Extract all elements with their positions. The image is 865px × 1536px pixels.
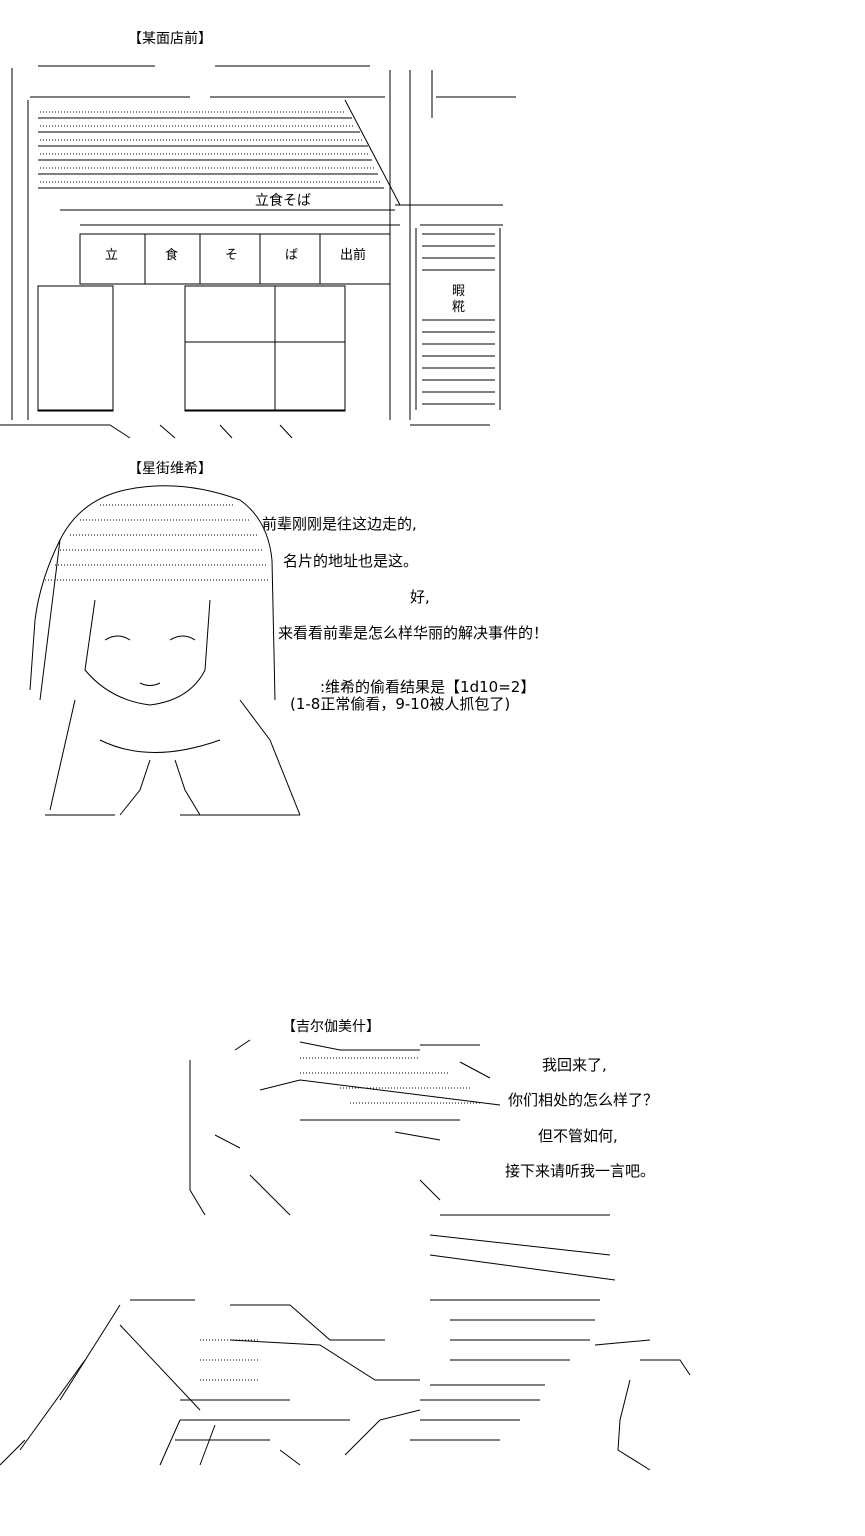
vishi-line-4: 来看看前辈是怎么样华丽的解决事件的！ [278, 624, 549, 642]
dice-roll-result: :维希的偷看结果是【1d10=2】 [320, 678, 536, 696]
side-sign-1: 暇 [452, 284, 466, 299]
dice-roll-rule: (1-8正常偷看，9-10被人抓包了) [290, 695, 511, 713]
window-word-5: 出前 [340, 248, 367, 263]
noodle-shop-sign: 立食そば [255, 193, 311, 209]
vishi-line-1: 前辈刚刚是往这边走的, [262, 515, 417, 533]
side-sign-2: 糀 [452, 300, 466, 315]
vishi-line-3: 好, [410, 588, 430, 606]
gilgamesh-line-1: 我回来了, [542, 1056, 607, 1074]
gilgamesh-line-3: 但不管如何, [538, 1127, 618, 1145]
window-word-2: 食 [165, 248, 179, 263]
window-word-4: ば [285, 248, 299, 263]
window-word-1: 立 [105, 248, 119, 263]
scene1-heading: 【某面店前】 [128, 31, 212, 47]
window-word-3: そ [225, 248, 239, 263]
scene2-heading: 【星街维希】 [128, 461, 212, 477]
vishi-line-2: 名片的地址也是这。 [283, 552, 419, 570]
gilgamesh-line-4: 接下来请听我一言吧。 [505, 1162, 656, 1180]
scene3-heading: 【吉尔伽美什】 [282, 1019, 380, 1035]
gilgamesh-line-2: 你们相处的怎么样了？ [508, 1091, 659, 1109]
